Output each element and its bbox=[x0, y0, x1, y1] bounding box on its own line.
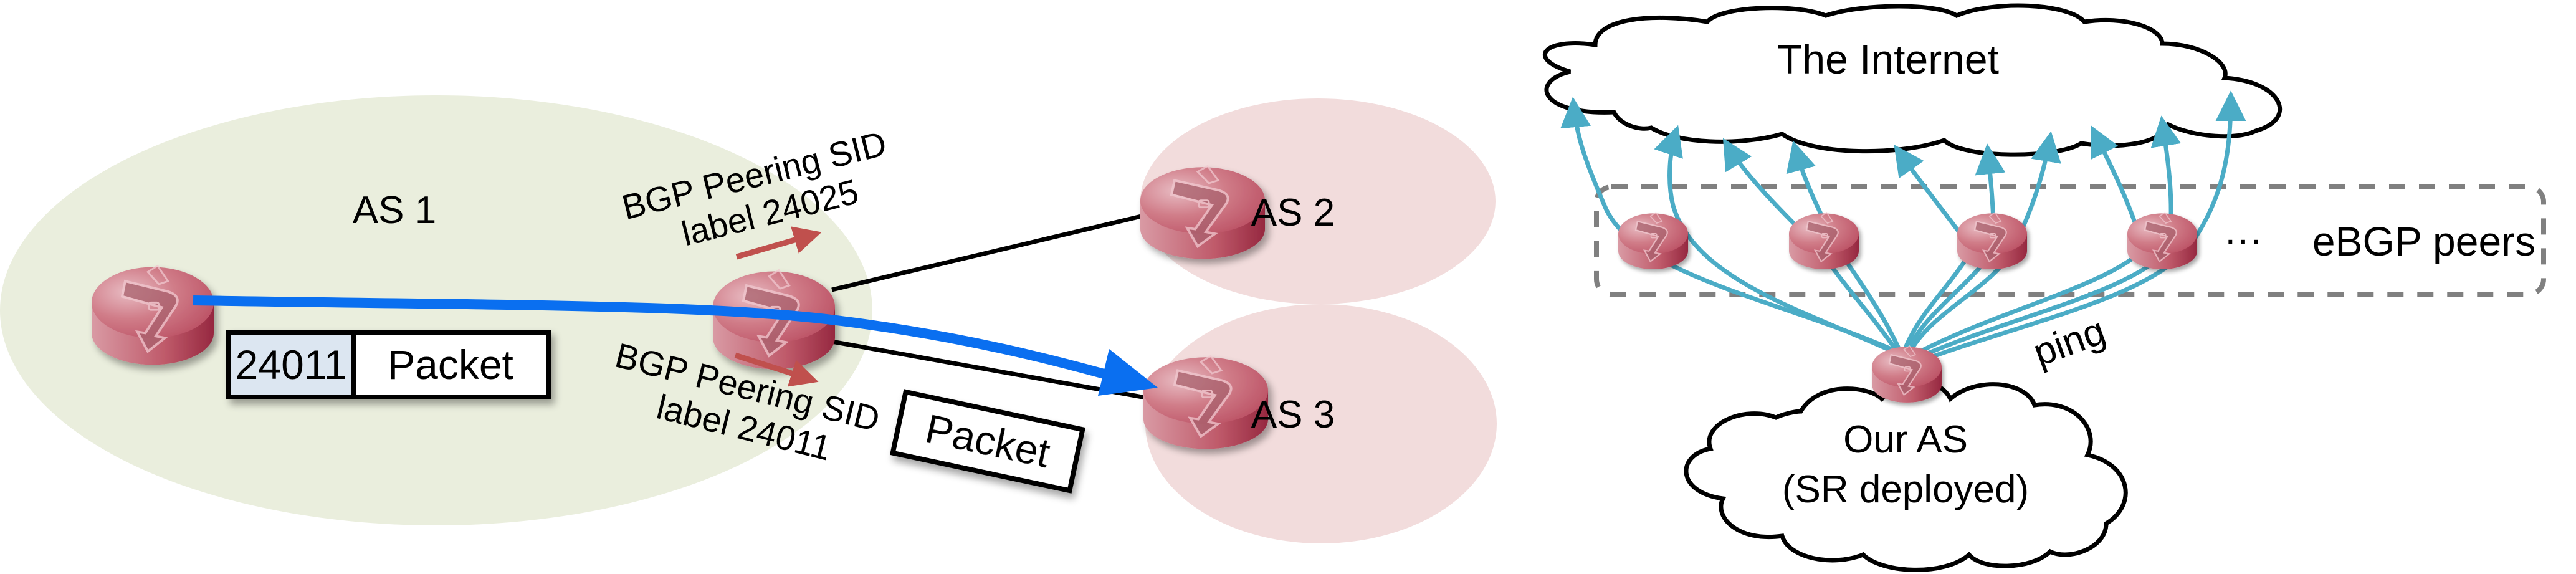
as1-ingress-router-icon[interactable] bbox=[90, 264, 215, 366]
labeled-packet: 24011 Packet bbox=[226, 330, 551, 399]
our-as-label: Our AS bbox=[1843, 418, 1968, 461]
ebgp-peers-box bbox=[1594, 184, 2546, 297]
peer-router-4-icon[interactable] bbox=[2126, 212, 2198, 270]
sr-path-arrow bbox=[193, 295, 1117, 382]
as2-router-icon[interactable] bbox=[1139, 165, 1266, 261]
probe-arrow bbox=[1654, 125, 1896, 355]
ebgp-peers-label: eBGP peers bbox=[2312, 218, 2535, 264]
right-panel: The Internet ··· eBGP peers Our AS (SR d… bbox=[1542, 3, 2546, 572]
plain-packet: Packet bbox=[890, 389, 1085, 494]
as2-label: AS 2 bbox=[1251, 191, 1335, 234]
peers-ellipsis: ··· bbox=[2224, 218, 2263, 261]
sid-top-arrow-icon bbox=[735, 226, 822, 260]
peer-router-2-icon[interactable] bbox=[1788, 212, 1860, 270]
peer-router-1-icon[interactable] bbox=[1617, 212, 1689, 270]
sr-path-arrowhead-icon bbox=[1098, 349, 1158, 396]
our-as-router-icon[interactable] bbox=[1871, 345, 1943, 404]
link-border-to-as2 bbox=[831, 213, 1147, 292]
as1-region bbox=[0, 95, 872, 525]
sid-bottom-arrow-icon bbox=[734, 352, 819, 387]
our-as-sublabel: (SR deployed) bbox=[1782, 468, 2029, 511]
ping-label: ping bbox=[2028, 309, 2111, 375]
packet-payload-label: Packet bbox=[388, 342, 513, 388]
internet-label: The Internet bbox=[1777, 36, 1999, 82]
probe-arrow bbox=[1912, 125, 2146, 358]
as3-label: AS 3 bbox=[1251, 393, 1335, 436]
our-as-cloud bbox=[1684, 380, 2128, 572]
left-panel: AS 1 AS 2 AS 3 BGP Peering SID label 240… bbox=[0, 95, 1497, 543]
link-border-to-as3 bbox=[831, 339, 1153, 401]
packet-sid-label: 24011 bbox=[236, 342, 347, 388]
as1-label: AS 1 bbox=[353, 189, 436, 232]
as3-router-icon[interactable] bbox=[1142, 355, 1269, 451]
peer-router-3-icon[interactable] bbox=[1956, 212, 2028, 270]
